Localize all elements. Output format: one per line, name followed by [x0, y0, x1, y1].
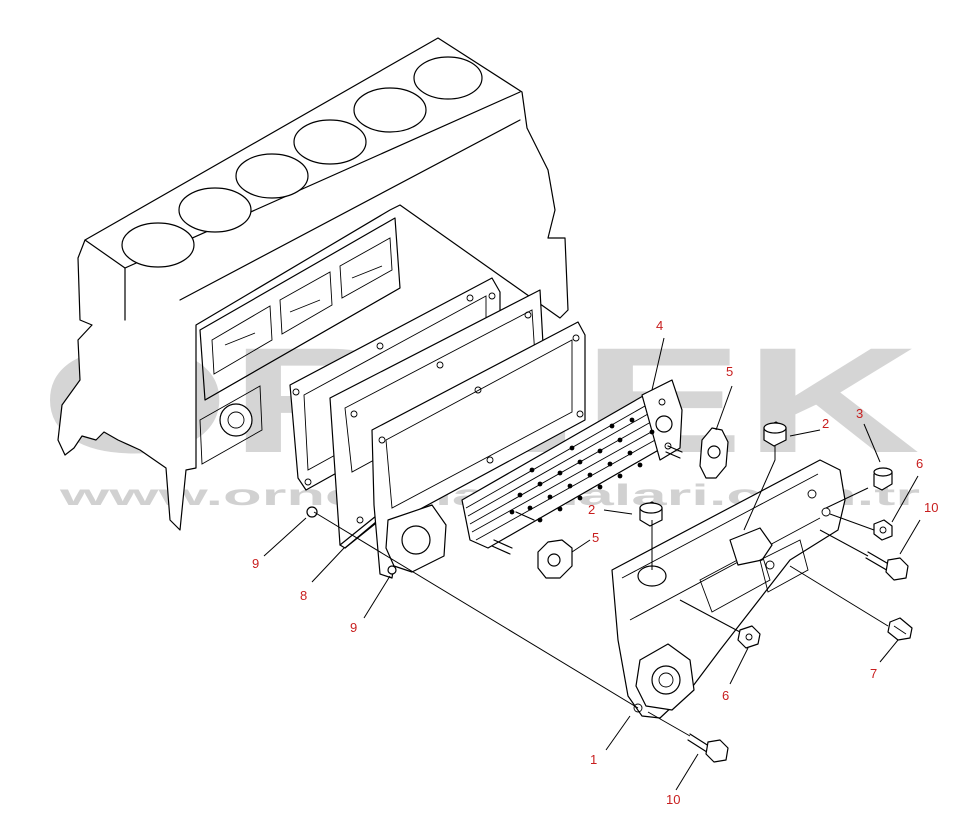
- callout-10-upper: 10: [924, 500, 938, 515]
- gasket-rear-tab: [306, 506, 318, 518]
- callout-leaders: [263, 337, 921, 791]
- side-face-pockets: [211, 237, 393, 375]
- cylinder-bore-3: [235, 153, 309, 199]
- fitting-7: [887, 617, 913, 641]
- assembly-lines: [313, 446, 889, 737]
- cooler-fins: [465, 401, 667, 541]
- flange-gasket-hole: [401, 525, 431, 555]
- callout-7: 7: [870, 666, 877, 681]
- callout-6-lower: 6: [722, 688, 729, 703]
- cover-flange-port: [651, 665, 681, 695]
- nut-lower-body: [737, 625, 761, 649]
- cooler-port: [655, 415, 673, 433]
- callout-4: 4: [656, 318, 663, 333]
- cylinder-bore-4: [293, 119, 367, 165]
- gasket-front: [371, 321, 586, 579]
- cooler-stud-3: [665, 445, 683, 459]
- block-port: [219, 403, 253, 437]
- callout-6-upper: 6: [916, 456, 923, 471]
- callout-1: 1: [590, 752, 597, 767]
- callout-2-upper: 2: [822, 416, 829, 431]
- oil-cooler-element: [461, 379, 683, 555]
- callout-3: 3: [856, 406, 863, 421]
- bolt-upper-head: [885, 557, 909, 581]
- gasket-front-inner: [385, 339, 573, 509]
- side-face-lower: [199, 287, 401, 465]
- callout-5-lower: 5: [592, 530, 599, 545]
- assembly-line-7: [789, 565, 889, 627]
- callout-5-upper: 5: [726, 364, 733, 379]
- assembly-line-3: [743, 446, 776, 531]
- block-port-inner: [227, 411, 245, 429]
- assembly-line-4: [825, 487, 869, 509]
- plug-upper: [763, 421, 787, 447]
- flange-gasket-tab: [387, 565, 397, 575]
- gasket-5-upper-hole: [707, 445, 721, 459]
- callout-2-lower: 2: [588, 502, 595, 517]
- callout-10-lower: 10: [666, 792, 680, 807]
- cylinder-bore-6: [413, 56, 483, 100]
- callout-labels: 1 2 2 3 4 5 5 6 6 7 8 9 9 10 10: [252, 318, 938, 807]
- fitting-7-body: [887, 617, 913, 641]
- side-face-ribs: [224, 265, 383, 346]
- nut-upper-body: [873, 519, 893, 541]
- plug-lower: [639, 501, 663, 527]
- engine-block-outline: [57, 37, 569, 531]
- assembly-line-5: [829, 513, 875, 531]
- callout-8: 8: [300, 588, 307, 603]
- cooler-dimples: [509, 417, 655, 523]
- nut-lower: [737, 625, 761, 649]
- cylinder-bore-1: [121, 222, 195, 268]
- cooler-stud-2: [515, 511, 535, 521]
- bolt-lower-head: [705, 739, 729, 763]
- engine-block: [57, 37, 569, 531]
- plug-3: [873, 467, 893, 491]
- bolt-upper: [865, 551, 909, 581]
- cover-pocket: [759, 539, 809, 593]
- assembly-line-6: [819, 529, 869, 557]
- block-ridge: [124, 119, 521, 321]
- bolt-lower: [687, 733, 729, 763]
- assembly-line-8: [679, 599, 741, 633]
- oil-cooler-cover: [611, 459, 846, 719]
- callout-9-left: 9: [252, 556, 259, 571]
- cylinder-bores: [121, 56, 483, 268]
- gasket-5-lower: [537, 539, 573, 579]
- gasket-5-lower-hole: [547, 553, 561, 567]
- block-side-face: [199, 217, 401, 465]
- assembly-line-9: [647, 711, 691, 737]
- nut-upper: [873, 519, 893, 541]
- assembly-line-1: [313, 511, 639, 709]
- cover-elbow: [729, 527, 773, 566]
- cylinder-bore-2: [178, 187, 252, 233]
- cooler-stud-1: [491, 539, 513, 555]
- cylinder-bore-5: [353, 87, 427, 133]
- gasket-5-upper: [699, 427, 729, 479]
- callout-9-right: 9: [350, 620, 357, 635]
